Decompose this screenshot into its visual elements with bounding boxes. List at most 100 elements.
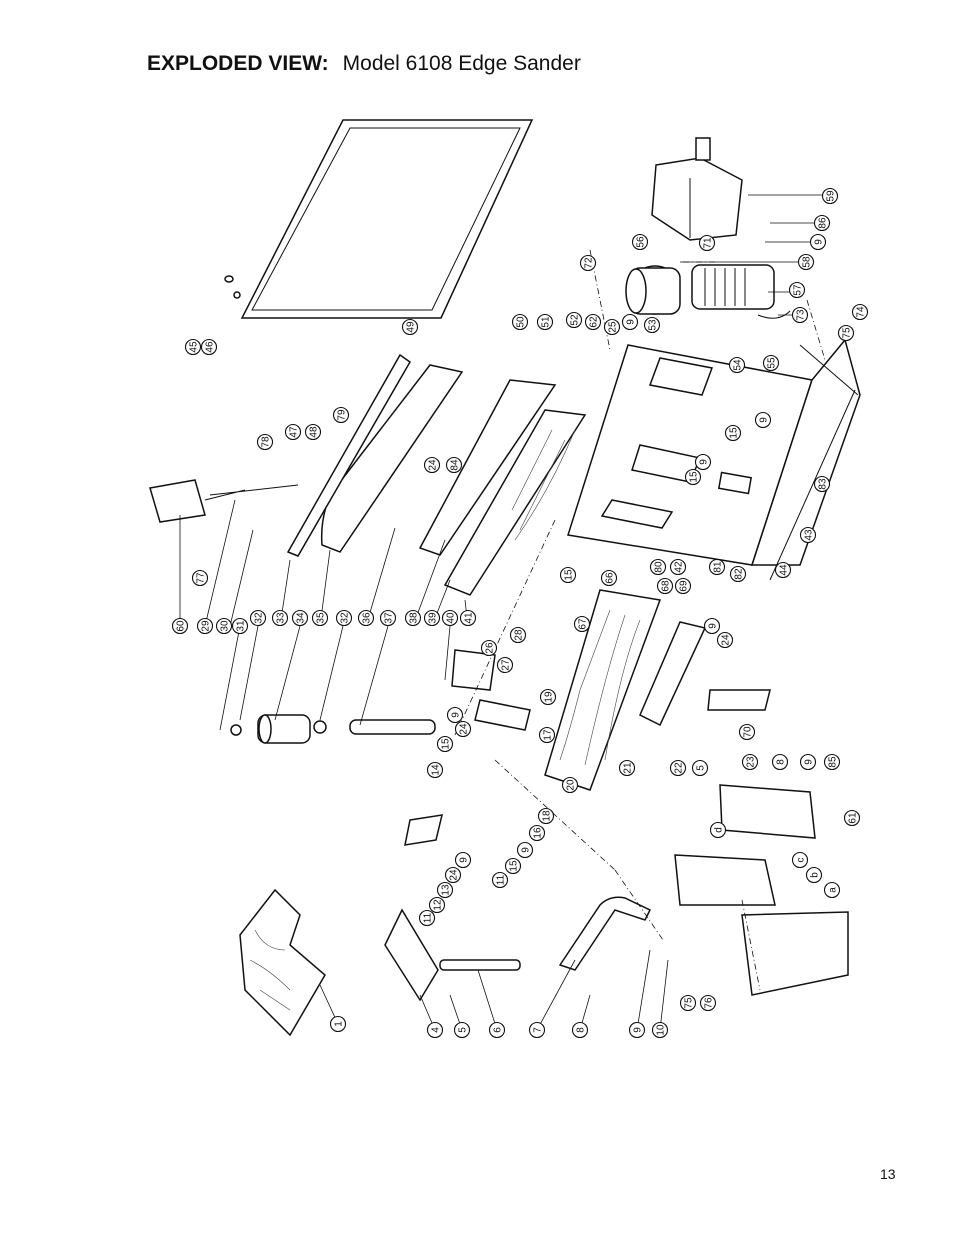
callout-15: 15	[436, 735, 454, 753]
callout-label: d	[714, 827, 725, 833]
callout-label: 8	[576, 1027, 587, 1033]
drum-rollers	[230, 714, 436, 744]
callout-15: 15	[559, 566, 577, 584]
callout-36: 36	[357, 609, 375, 627]
callout-label: 1	[334, 1021, 345, 1027]
callout-label: 75	[842, 327, 853, 339]
callout-85: 85	[823, 753, 841, 771]
callout-label: 62	[589, 316, 600, 328]
callout-9: 9	[516, 841, 534, 859]
end-table	[239, 888, 326, 1037]
callout-label: 24	[459, 723, 470, 735]
callout-label: 32	[340, 612, 351, 624]
callout-label: 23	[746, 756, 757, 768]
callout-77: 77	[191, 569, 209, 587]
callout-label: 57	[793, 284, 804, 296]
callout-25: 25	[603, 318, 621, 336]
callout-40: 40	[441, 609, 459, 627]
callout-label: 9	[521, 847, 532, 853]
callout-84: 84	[445, 456, 463, 474]
callout-label: 5	[696, 765, 707, 771]
callout-label: 13	[441, 884, 452, 896]
callout-label: 59	[826, 190, 837, 202]
callout-label: 69	[679, 580, 690, 592]
callout-label: 47	[289, 426, 300, 438]
callout-label: 34	[296, 612, 307, 624]
callout-label: 68	[661, 580, 672, 592]
callout-label: 26	[485, 642, 496, 654]
cover-plate	[384, 908, 439, 1002]
page-title: EXPLODED VIEW:Model 6108 Edge Sander	[147, 52, 581, 76]
callout-label: 73	[796, 309, 807, 321]
callout-label: 50	[516, 316, 527, 328]
motor	[691, 264, 791, 319]
callout-label: 75	[684, 997, 695, 1009]
callout-label: 72	[584, 257, 595, 269]
callout-label: 11	[496, 874, 507, 885]
callout-32: 32	[335, 609, 353, 627]
callout-label: 35	[316, 612, 327, 624]
callout-label: 9	[451, 712, 462, 718]
callout-34: 34	[291, 609, 309, 627]
callout-47: 47	[284, 423, 302, 441]
leader-lines	[179, 194, 832, 1031]
callout-6: 6	[488, 1021, 506, 1039]
callout-label: 81	[713, 561, 724, 573]
callout-label: 15	[564, 569, 575, 581]
main-cabinet	[567, 338, 861, 566]
callout-label: 44	[779, 564, 790, 576]
callout-label: 42	[674, 561, 685, 573]
callout-label: 51	[541, 316, 552, 328]
callout-label: 78	[261, 436, 272, 448]
callout-52: 52	[565, 311, 583, 329]
callout-9: 9	[809, 233, 827, 251]
callout-28: 28	[509, 626, 527, 644]
callout-label: 56	[636, 236, 647, 248]
callout-label: 24	[721, 634, 732, 646]
callout-label: 76	[704, 997, 715, 1009]
callout-4: 4	[426, 1021, 444, 1039]
callout-9: 9	[621, 313, 639, 331]
callout-label: 11	[423, 912, 434, 923]
callout-label: 9	[759, 417, 770, 423]
callout-label: 10	[656, 1024, 667, 1036]
callout-15: 15	[504, 857, 522, 875]
side-rail	[769, 344, 859, 581]
callout-33: 33	[271, 609, 289, 627]
callout-20: 20	[561, 776, 579, 794]
callout-11: 11	[418, 909, 436, 927]
callout-73: 73	[791, 306, 809, 324]
callout-label: 38	[409, 612, 420, 624]
callout-67: 67	[573, 615, 591, 633]
callout-label: 39	[428, 612, 439, 624]
callout-18: 18	[537, 807, 555, 825]
callout-15: 15	[684, 468, 702, 486]
callout-8: 8	[571, 1021, 589, 1039]
callout-label: 52	[570, 314, 581, 326]
callout-label: 67	[578, 618, 589, 630]
callout-75: 75	[837, 324, 855, 342]
callout-label: 9	[626, 319, 637, 325]
callout-41: 41	[459, 609, 477, 627]
callout-35: 35	[311, 609, 329, 627]
callout-5: 5	[453, 1021, 471, 1039]
callout-label: 9	[633, 1027, 644, 1033]
callout-49: 49	[401, 318, 419, 336]
callout-14: 14	[426, 761, 444, 779]
callout-label: 5	[458, 1027, 469, 1033]
callout-59: 59	[821, 187, 839, 205]
platen	[418, 379, 557, 556]
callout-76: 76	[699, 994, 717, 1012]
work-table	[544, 589, 662, 791]
callout-46: 46	[200, 338, 218, 356]
callout-44: 44	[774, 561, 792, 579]
callout-label: 84	[450, 459, 461, 471]
callout-48: 48	[304, 423, 322, 441]
callout-1: 1	[329, 1015, 347, 1033]
callout-9: 9	[694, 453, 712, 471]
callout-label: 37	[384, 612, 395, 624]
callout-19: 19	[539, 688, 557, 706]
callout-23: 23	[741, 753, 759, 771]
callout-17: 17	[538, 726, 556, 744]
